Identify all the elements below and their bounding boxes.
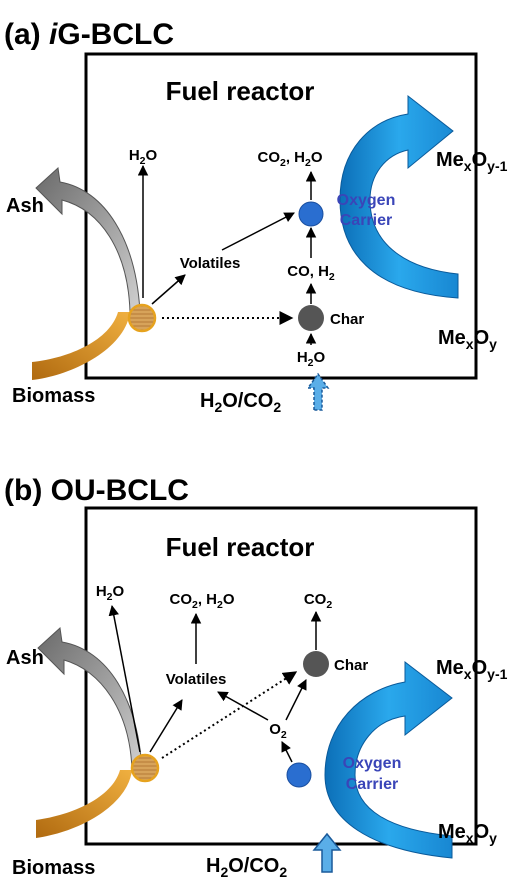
panel-b-title: (b) OU-BCLC (4, 474, 189, 507)
arrow-biomass-to-h2o-b (108, 604, 141, 753)
oxygen-carrier-particle-a (298, 201, 324, 227)
oxygen-carrier-loop-arrow-a (339, 94, 459, 299)
ash-arrow-a (35, 166, 141, 313)
arrow-biomass-to-volatiles-b (149, 699, 183, 753)
mexoy-label-a: MexOy (438, 327, 497, 352)
oxygen-carrier-label-1-a: Oxygen (337, 192, 396, 209)
arrow-biomass-to-char-b (161, 671, 298, 759)
co-h2-label-a: CO, H2 (287, 263, 335, 283)
biomass-arrow-b (36, 770, 132, 838)
feed-arrow-a (306, 372, 330, 411)
panel-a-title: (a) iG-BCLC (4, 18, 174, 51)
mexoy-label-b: MexOy (438, 821, 497, 846)
mexoy-1-label-a: MexOy-1 (436, 149, 508, 174)
ash-arrow-b (37, 626, 143, 771)
feed-label-a: H2O/CO2 (200, 390, 281, 415)
fuel-reactor-label-a: Fuel reactor (166, 76, 315, 106)
arrow-biomass-to-volatiles-a (151, 274, 186, 305)
co2-h2o-label-b: CO2, H2O (169, 591, 234, 611)
h2o-label-a: H2O (129, 147, 158, 167)
fuel-reactor-box-b (84, 506, 478, 846)
o2-label-b: O2 (269, 721, 287, 741)
char-label-b: Char (334, 657, 368, 674)
oxygen-carrier-particle-b (286, 762, 312, 788)
char-particle-b (303, 651, 329, 677)
biomass-particle-a (127, 303, 157, 333)
panel-a: (a) iG-BCLC Fuel reactor H2O Volatiles C… (4, 18, 508, 415)
biomass-arrow-a (32, 312, 130, 380)
oxygen-carrier-loop-arrow-b (324, 660, 453, 859)
biomass-label-b: Biomass (12, 857, 95, 879)
char-label-a: Char (330, 311, 364, 328)
feed-label-b: H2O/CO2 (206, 855, 287, 880)
arrow-volatiles-to-carrier-a (221, 212, 295, 251)
ash-label-a: Ash (6, 195, 44, 217)
oxygen-carrier-label-2-a: Carrier (340, 212, 392, 229)
mexoy-1-label-b: MexOy-1 (436, 657, 508, 682)
h2o-label-b: H2O (96, 583, 125, 603)
feed-arrow-b (312, 832, 342, 873)
ash-label-b: Ash (6, 647, 44, 669)
biomass-label-a: Biomass (12, 385, 95, 407)
arrow-o2-to-char-b (285, 679, 307, 721)
oxygen-carrier-label-1-b: Oxygen (343, 755, 402, 772)
fuel-reactor-box-a (84, 52, 478, 380)
co2-h2o-label-a: CO2, H2O (257, 149, 322, 169)
fuel-reactor-label-b: Fuel reactor (166, 532, 315, 562)
co2-label-b: CO2 (304, 591, 333, 611)
volatiles-label-b: Volatiles (166, 671, 227, 688)
oxygen-carrier-label-2-b: Carrier (346, 776, 398, 793)
biomass-particle-b (130, 753, 160, 783)
panel-b: (b) OU-BCLC Fuel reactor H2O Volatiles C… (4, 474, 508, 880)
volatiles-label-a: Volatiles (180, 255, 241, 272)
h2o-in-label-a: H2O (297, 349, 326, 369)
arrow-carrier-to-o2-b (281, 741, 293, 763)
arrow-o2-to-volatiles-b (217, 691, 269, 721)
char-particle-a (298, 305, 324, 331)
